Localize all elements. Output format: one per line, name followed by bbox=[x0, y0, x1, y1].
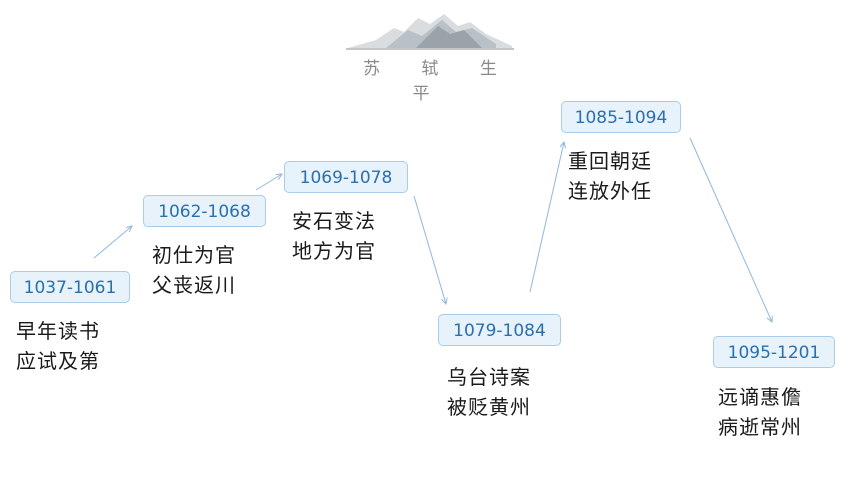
period-6-years: 1095-1201 bbox=[713, 336, 835, 368]
period-5-years: 1085-1094 bbox=[561, 101, 681, 133]
period-4-events: 乌台诗案 被贬黄州 bbox=[447, 362, 531, 422]
period-5-line1: 重回朝廷 bbox=[568, 149, 652, 173]
period-4-line2: 被贬黄州 bbox=[447, 395, 531, 419]
period-1-years: 1037-1061 bbox=[10, 271, 130, 303]
period-4-line1: 乌台诗案 bbox=[447, 365, 531, 389]
period-6-events: 远谪惠儋 病逝常州 bbox=[718, 382, 802, 442]
arrow-4 bbox=[529, 142, 564, 293]
period-1-events: 早年读书 应试及第 bbox=[16, 316, 100, 376]
period-5-events: 重回朝廷 连放外任 bbox=[568, 146, 652, 206]
period-4-years: 1079-1084 bbox=[438, 314, 561, 346]
period-1-line2: 应试及第 bbox=[16, 349, 100, 373]
period-3-years: 1069-1078 bbox=[284, 161, 408, 193]
period-3-line2: 地方为官 bbox=[292, 239, 376, 263]
period-2-line2: 父丧返川 bbox=[152, 273, 236, 297]
arrow-1 bbox=[93, 226, 132, 259]
arrow-2 bbox=[255, 174, 282, 191]
period-1-line1: 早年读书 bbox=[16, 319, 100, 343]
period-2-events: 初仕为官 父丧返川 bbox=[152, 240, 236, 300]
arrow-5 bbox=[689, 137, 772, 322]
mountain-ink-icon bbox=[346, 14, 514, 50]
period-5-line2: 连放外任 bbox=[568, 179, 652, 203]
arrow-3 bbox=[413, 195, 446, 304]
header: 苏 轼 生 平 bbox=[340, 10, 520, 104]
period-3-events: 安石变法 地方为官 bbox=[292, 206, 376, 266]
period-2-years: 1062-1068 bbox=[143, 195, 266, 227]
period-6-line2: 病逝常州 bbox=[718, 415, 802, 439]
period-6-line1: 远谪惠儋 bbox=[718, 385, 802, 409]
period-3-line1: 安石变法 bbox=[292, 209, 376, 233]
page-title: 苏 轼 生 平 bbox=[363, 59, 515, 104]
period-2-line1: 初仕为官 bbox=[152, 243, 236, 267]
